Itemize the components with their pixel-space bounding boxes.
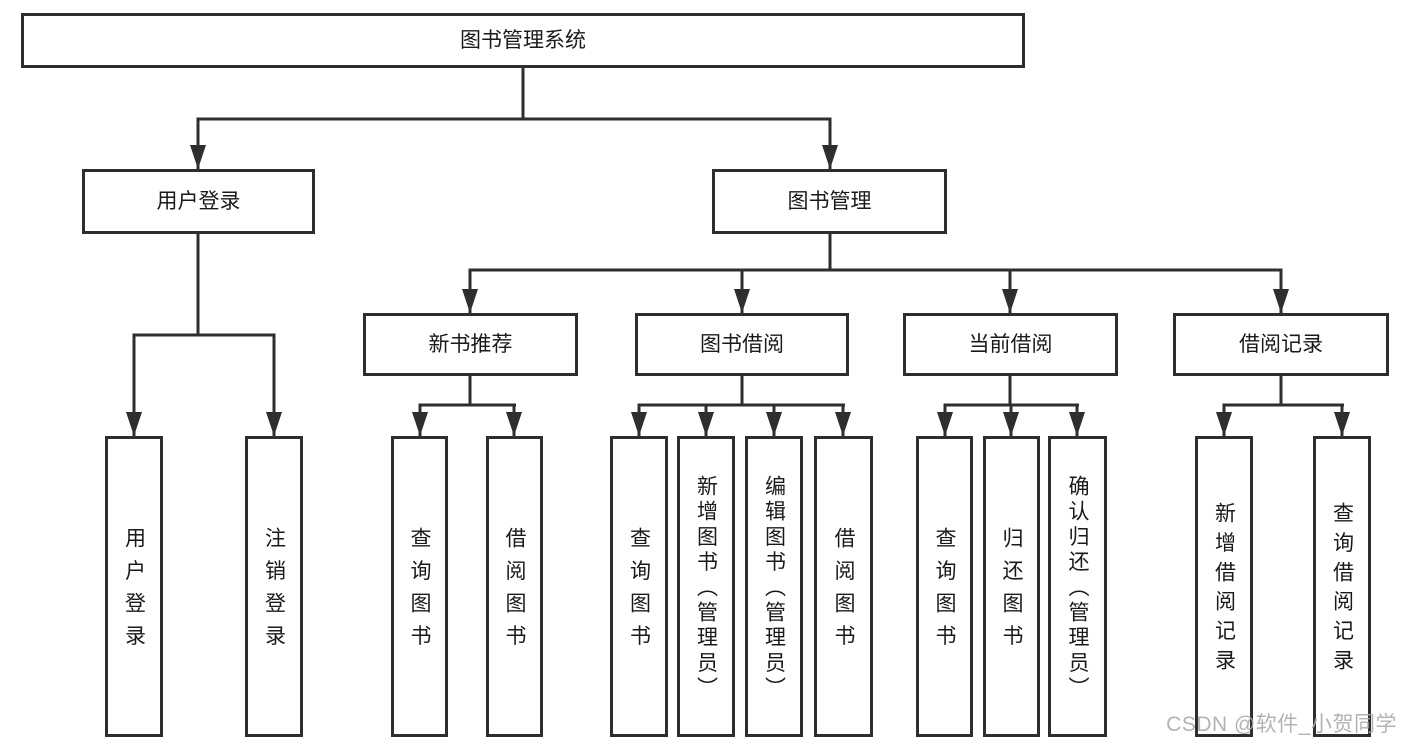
leaf-confirm-return-admin: 确认归还（管理员） xyxy=(1048,436,1107,737)
leaf-query-books-current: 查询图书 xyxy=(916,436,973,737)
leaf-add-borrow-record-label: 新增借阅记录 xyxy=(1212,502,1236,679)
leaf-logout-label: 注销登录 xyxy=(262,527,286,658)
node-borrow-records-label: 借阅记录 xyxy=(1239,333,1323,356)
leaf-query-borrow-record: 查询借阅记录 xyxy=(1313,436,1371,737)
leaf-edit-books-admin-label: 编辑图书（管理员） xyxy=(762,475,786,702)
leaf-add-books-admin: 新增图书（管理员） xyxy=(677,436,735,737)
leaf-borrow-books: 借阅图书 xyxy=(814,436,873,737)
leaf-user-login-label: 用户登录 xyxy=(122,527,146,658)
leaf-add-borrow-record: 新增借阅记录 xyxy=(1195,436,1253,737)
node-user-login: 用户登录 xyxy=(82,169,315,234)
node-root: 图书管理系统 xyxy=(21,13,1025,68)
node-book-management-label: 图书管理 xyxy=(787,190,872,213)
leaf-add-books-admin-label: 新增图书（管理员） xyxy=(694,475,718,702)
node-current-borrowing: 当前借阅 xyxy=(903,313,1118,376)
node-book-borrowing-label: 图书借阅 xyxy=(700,333,784,356)
node-current-borrowing-label: 当前借阅 xyxy=(968,333,1053,356)
leaf-return-books: 归还图书 xyxy=(983,436,1040,737)
leaf-logout: 注销登录 xyxy=(245,436,303,737)
node-book-management: 图书管理 xyxy=(712,169,947,234)
leaf-borrow-books-recommend: 借阅图书 xyxy=(486,436,543,737)
node-book-borrowing: 图书借阅 xyxy=(635,313,849,376)
leaf-query-books-borrow: 查询图书 xyxy=(610,436,668,737)
leaf-borrow-books-label: 借阅图书 xyxy=(832,527,855,658)
leaf-return-books-label: 归还图书 xyxy=(1000,527,1023,658)
leaf-query-books-borrow-label: 查询图书 xyxy=(627,527,651,658)
leaf-borrow-books-recommend-label: 借阅图书 xyxy=(503,527,526,658)
node-new-book-recommend: 新书推荐 xyxy=(363,313,578,376)
leaf-query-borrow-record-label: 查询借阅记录 xyxy=(1330,502,1354,679)
node-root-label: 图书管理系统 xyxy=(460,29,586,52)
leaf-query-books-recommend: 查询图书 xyxy=(391,436,448,737)
leaf-confirm-return-admin-label: 确认归还（管理员） xyxy=(1066,475,1089,702)
node-new-book-recommend-label: 新书推荐 xyxy=(428,333,513,356)
csdn-watermark: CSDN @软件_小贺同学 xyxy=(1166,713,1397,736)
leaf-user-login: 用户登录 xyxy=(105,436,163,737)
node-borrow-records: 借阅记录 xyxy=(1173,313,1389,376)
leaf-query-books-recommend-label: 查询图书 xyxy=(408,527,431,658)
leaf-edit-books-admin: 编辑图书（管理员） xyxy=(745,436,803,737)
node-user-login-label: 用户登录 xyxy=(156,190,241,213)
leaf-query-books-current-label: 查询图书 xyxy=(933,527,956,658)
